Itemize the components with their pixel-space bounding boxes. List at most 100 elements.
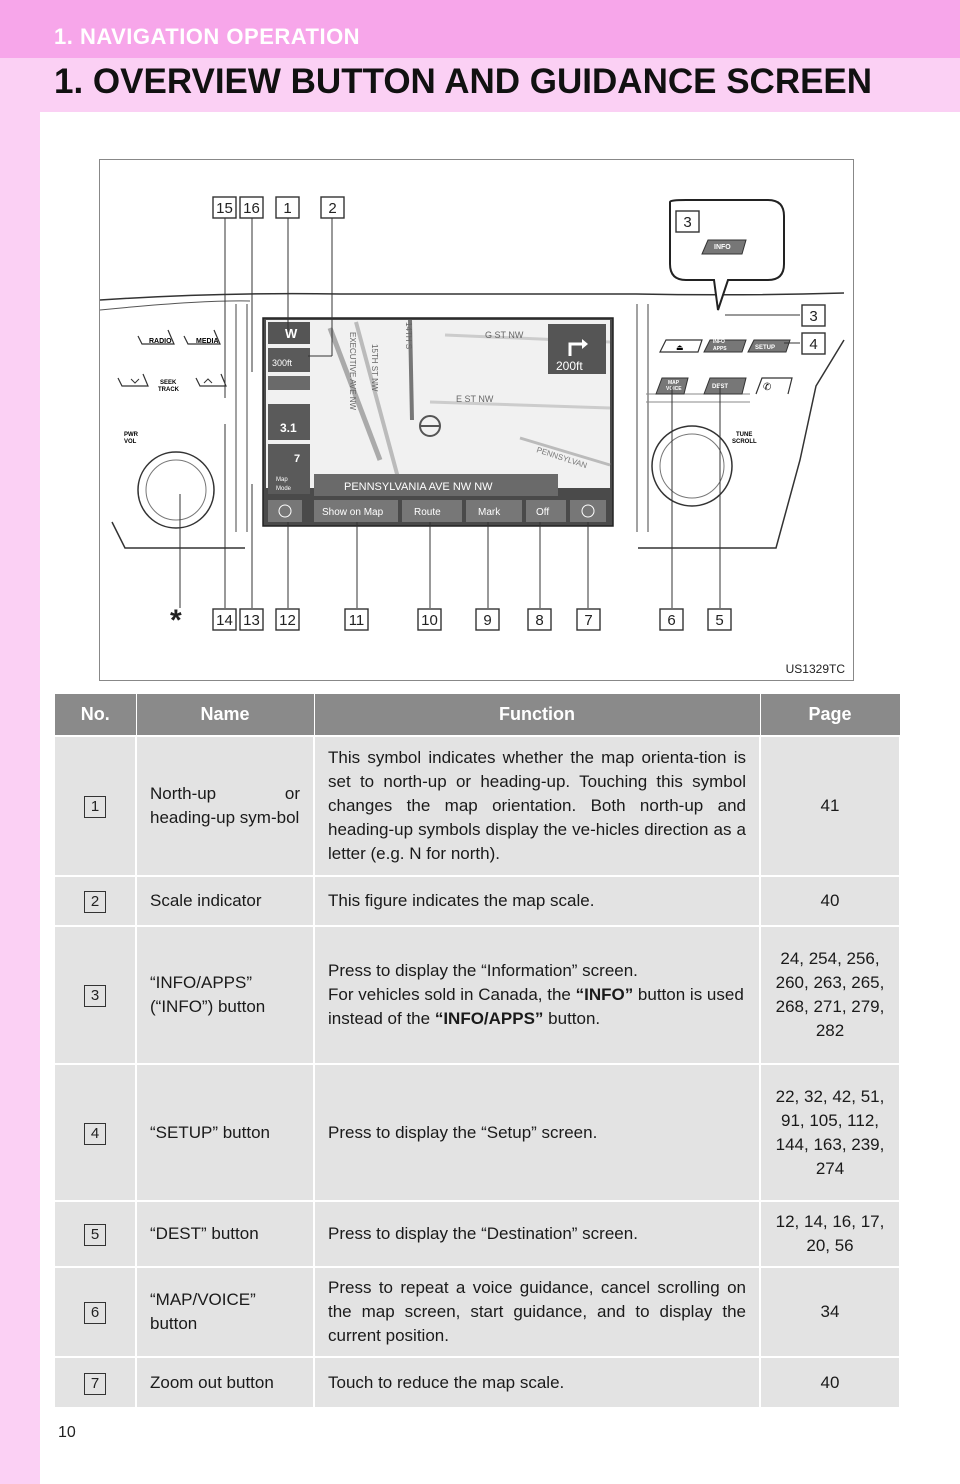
table-header-row: No. Name Function Page: [55, 694, 901, 736]
zoom-in-button: [268, 500, 302, 522]
table-row: 5 “DEST” button Press to display the “De…: [55, 1200, 901, 1267]
callout-1: 1: [283, 200, 291, 217]
callout-5: 5: [715, 612, 723, 629]
row-page: 41: [760, 735, 901, 876]
mark-label: Mark: [478, 507, 501, 518]
table-row: 2 Scale indicator This figure indicates …: [55, 875, 901, 926]
scroll-label: SCROLL: [732, 439, 757, 445]
row-function: This symbol indicates whether the map or…: [314, 735, 761, 876]
callout-9: 9: [483, 612, 491, 629]
head-unit-illustration: RADIO MEDIA SEEK TRACK PWR VOL G ST NW E…: [100, 196, 845, 637]
map-street-14: 14TH S: [404, 322, 413, 349]
row-page: 40: [760, 875, 901, 926]
row-function: Touch to reduce the map scale.: [314, 1356, 761, 1407]
section-label: 1. NAVIGATION OPERATION: [54, 24, 361, 49]
media-button-label: MEDIA: [196, 338, 219, 345]
page-number: 10: [58, 1424, 76, 1441]
track-label: TRACK: [158, 387, 180, 393]
row-function-line1: Press to display the “Information” scree…: [328, 961, 638, 980]
map-mode-label-2: Mode: [276, 486, 292, 492]
callout-3-balloon: 3: [683, 214, 691, 231]
row-page: 34: [760, 1266, 901, 1357]
row-number: 5: [84, 1224, 106, 1246]
row-number: 6: [84, 1302, 106, 1324]
section-header-band: [0, 0, 960, 58]
pwr-label: PWR: [124, 432, 139, 438]
row-page: 22, 32, 42, 51, 91, 105, 112, 144, 163, …: [760, 1063, 901, 1201]
map-street-exec: EXECUTIVE AVE NW: [348, 332, 357, 411]
zoom-out-button: [570, 500, 606, 522]
row-name: Scale indicator: [136, 875, 315, 926]
guidance-off-button: [526, 500, 566, 522]
callout-16: 16: [243, 200, 260, 217]
mark-button: [466, 500, 522, 522]
row-function: This figure indicates the map scale.: [314, 875, 761, 926]
callout-8: 8: [535, 612, 543, 629]
setup-button-label: SETUP: [755, 345, 775, 351]
row-name: Zoom out button: [136, 1356, 315, 1407]
asterisk-marker: *: [170, 604, 182, 637]
header-function: Function: [314, 694, 761, 736]
row-name: “INFO/APPS” (“INFO”) button: [136, 925, 315, 1064]
header-no: No.: [55, 694, 137, 736]
callout-2: 2: [328, 200, 336, 217]
map-street-g: G ST NW: [485, 330, 524, 340]
info-apps-info-label: INFO: [713, 339, 725, 345]
title-band: [0, 58, 960, 112]
voice-label: VOICE: [666, 386, 682, 392]
map-street-e: E ST NW: [456, 394, 494, 404]
map-street-15: 15TH ST NW: [370, 344, 379, 392]
row-function: Press to display the “Information” scree…: [314, 925, 761, 1064]
row-name: “SETUP” button: [136, 1063, 315, 1201]
header-page: Page: [760, 694, 901, 736]
eject-icon: ⏏: [676, 343, 684, 352]
callout-7: 7: [584, 612, 592, 629]
show-on-map-label: Show on Map: [322, 507, 384, 518]
callout-14: 14: [216, 612, 233, 629]
street-banner: [314, 474, 558, 496]
turn-indicator: [548, 324, 606, 374]
info-balloon-label: INFO: [714, 244, 731, 251]
route-label: Route: [414, 507, 441, 518]
callout-13: 13: [243, 612, 260, 629]
map-mode-label-1: Map: [276, 477, 288, 483]
margin-strip: [0, 112, 40, 1484]
scale-value: 300ft: [272, 358, 293, 368]
table-row: 1 North-up or heading-up sym-bol This sy…: [55, 735, 901, 876]
info-apps-apps-label: APPS: [713, 346, 727, 352]
show-on-map-button: [314, 500, 398, 522]
info-apps-button-ref: “INFO/APPS”: [434, 1009, 544, 1028]
off-label: Off: [536, 507, 549, 518]
callout-11: 11: [349, 612, 365, 629]
vol-label: VOL: [124, 439, 137, 445]
page-title: 1. OVERVIEW BUTTON AND GUIDANCE SCREEN: [54, 62, 873, 101]
button-function-table: No. Name Function Page 1 North-up or hea…: [55, 694, 901, 1407]
row-page: 40: [760, 1356, 901, 1407]
map-label: MAP: [668, 380, 680, 386]
callout-10: 10: [421, 612, 438, 629]
callout-12: 12: [279, 612, 296, 629]
table-row: 3 “INFO/APPS” (“INFO”) button Press to d…: [55, 925, 901, 1064]
phone-icon: ✆: [763, 382, 771, 393]
callout-6: 6: [667, 612, 675, 629]
header-name: Name: [136, 694, 315, 736]
row-number: 4: [84, 1122, 106, 1145]
route-button: [402, 500, 462, 522]
row-page: 24, 254, 256, 260, 263, 265, 268, 271, 2…: [760, 925, 901, 1064]
info-button-ref: “INFO”: [575, 985, 634, 1004]
table-row: 6 “MAP/VOICE” button Press to repeat a v…: [55, 1266, 901, 1357]
seek-label: SEEK: [160, 380, 177, 386]
figure-code: US1329TC: [785, 662, 845, 676]
row-function: Press to display the “Setup” screen.: [314, 1063, 761, 1201]
row-number: 1: [84, 796, 106, 818]
turn-distance: 200ft: [556, 359, 583, 373]
row-function: Press to repeat a voice guidance, cancel…: [314, 1266, 761, 1357]
callout-4: 4: [809, 336, 817, 353]
distance-to-destination: 3.1: [280, 421, 297, 435]
row-function: Press to display the “Destination” scree…: [314, 1200, 761, 1267]
radio-button-label: RADIO: [149, 338, 172, 345]
compass-symbol: W: [285, 326, 298, 341]
row-name: “MAP/VOICE” button: [136, 1266, 315, 1357]
time-to-destination: 7: [294, 453, 300, 465]
callout-3: 3: [809, 308, 817, 325]
